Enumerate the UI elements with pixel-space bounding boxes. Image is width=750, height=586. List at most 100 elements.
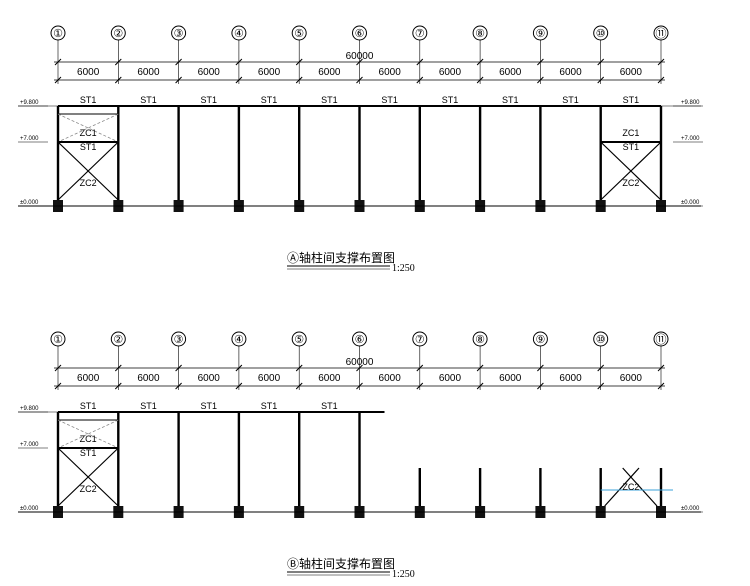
- dimension-tick: [235, 58, 243, 66]
- dimension-tick: [235, 76, 243, 84]
- dimension-tick: [175, 76, 182, 84]
- strut-label: ST1: [261, 95, 278, 105]
- drawing-scale: 1:250: [392, 569, 415, 580]
- bay-dimension: 6000: [77, 373, 100, 384]
- axis-label: ⑪: [656, 27, 667, 40]
- brace-zc2: [57, 141, 119, 201]
- dimension-tick: [597, 364, 605, 372]
- dimension-tick: [175, 382, 182, 390]
- bay-dimension: 6000: [620, 373, 643, 384]
- dimension-tick: [356, 364, 363, 372]
- brace-label: ST1: [623, 142, 640, 152]
- bay-dimension: 6000: [379, 373, 402, 384]
- axis-label: ③: [174, 334, 184, 346]
- brace-zc1: [57, 419, 119, 449]
- axis-label: ⑥: [355, 334, 365, 346]
- elevation-mark: ±0.000: [20, 200, 39, 206]
- axis-label: ⑧: [475, 28, 485, 40]
- brace-label: ZC1: [80, 128, 97, 138]
- elevation-mark: +7.000: [681, 136, 700, 142]
- bay-dimension: 6000: [499, 373, 522, 384]
- brace-zc2: [622, 467, 658, 507]
- dimension-tick: [54, 76, 62, 84]
- elevation-mark: +9.800: [20, 100, 39, 106]
- bay-dimension: 6000: [137, 67, 160, 78]
- axis-label: ⑨: [535, 334, 545, 346]
- bay-dimension: 6000: [137, 373, 160, 384]
- dimension-tick: [235, 382, 243, 390]
- dimension-tick: [476, 76, 484, 84]
- dimension-tick: [537, 364, 544, 372]
- strut-label: ST1: [321, 401, 338, 411]
- elevation-mark: +7.000: [20, 136, 39, 142]
- bay-dimension: 6000: [318, 67, 341, 78]
- blank-patch: [385, 410, 685, 462]
- dimension-tick: [356, 76, 363, 84]
- elevation-mark: ±0.000: [681, 200, 700, 206]
- axis-label: ⑦: [415, 334, 425, 346]
- brace-label: ST1: [80, 142, 97, 152]
- bay-dimension: 6000: [499, 67, 522, 78]
- bay-dimension: 6000: [379, 67, 402, 78]
- dimension-tick: [537, 382, 544, 390]
- axis-label: ⑩: [596, 334, 606, 346]
- axis-label: ④: [234, 334, 244, 346]
- dimension-tick: [597, 58, 605, 66]
- brace-label: ZC2: [622, 482, 639, 492]
- brace-label: ZC1: [80, 434, 97, 444]
- drawing-title: Ⓐ轴柱间支撑布置图: [287, 250, 395, 265]
- brace-label: ZC2: [80, 178, 97, 188]
- brace-label: ZC1: [622, 128, 639, 138]
- dimension-tick: [356, 58, 363, 66]
- bay-dimension: 6000: [258, 67, 281, 78]
- brace-zc2: [57, 447, 119, 507]
- dimension-tick: [416, 76, 424, 84]
- strut-label: ST1: [80, 401, 97, 411]
- strut-label: ST1: [200, 401, 217, 411]
- bay-dimension: 6000: [77, 67, 100, 78]
- bay-dimension: 6000: [318, 373, 341, 384]
- dimension-tick: [54, 382, 62, 390]
- strut-label: ST1: [261, 401, 278, 411]
- elevation-mark: ±0.000: [681, 506, 700, 512]
- bay-dimension: 6000: [559, 67, 582, 78]
- dimension-tick: [657, 364, 665, 372]
- strut-label: ST1: [200, 95, 217, 105]
- dimension-tick: [597, 76, 605, 84]
- dimension-tick: [114, 58, 122, 66]
- axis-label: ⑩: [596, 28, 606, 40]
- strut-label: ST1: [80, 95, 97, 105]
- strut-label: ST1: [502, 95, 519, 105]
- strut-label: ST1: [140, 95, 157, 105]
- axis-label: ④: [234, 28, 244, 40]
- axis-label: ⑦: [415, 28, 425, 40]
- total-dimension: 60000: [346, 51, 374, 62]
- dimension-tick: [54, 58, 62, 66]
- drawing-title: Ⓑ轴柱间支撑布置图: [287, 556, 395, 571]
- dimension-tick: [356, 382, 363, 390]
- bay-dimension: 6000: [198, 373, 221, 384]
- drawing-scale: 1:250: [392, 263, 415, 274]
- dimension-tick: [175, 58, 182, 66]
- brace-label: ZC2: [80, 484, 97, 494]
- axis-label: ⑤: [294, 28, 304, 40]
- axis-label: ⑥: [355, 28, 365, 40]
- dimension-tick: [657, 58, 665, 66]
- axis-label: ⑪: [656, 333, 667, 346]
- axis-label: ①: [53, 28, 63, 40]
- axis-label: ⑧: [475, 334, 485, 346]
- dimension-tick: [114, 76, 122, 84]
- dimension-tick: [537, 76, 544, 84]
- brace-label: ZC2: [622, 178, 639, 188]
- dimension-tick: [54, 364, 62, 372]
- axis-label: ②: [113, 334, 123, 346]
- strut-label: ST1: [623, 95, 640, 105]
- bay-dimension: 6000: [439, 67, 462, 78]
- dimension-tick: [657, 76, 665, 84]
- strut-label: ST1: [442, 95, 459, 105]
- bay-dimension: 6000: [620, 67, 643, 78]
- dimension-tick: [657, 382, 665, 390]
- dimension-tick: [476, 382, 484, 390]
